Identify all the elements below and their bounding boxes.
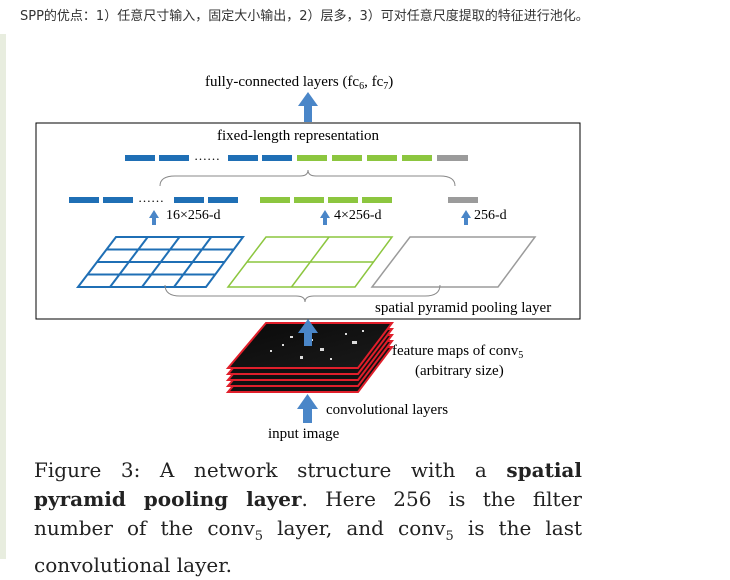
arrow-up-spp-icon xyxy=(298,319,318,346)
fixed-dots: …… xyxy=(194,148,220,163)
grid-4x4 xyxy=(75,236,245,288)
arrow-up-conv-icon xyxy=(297,394,318,423)
spp-layer-label: spatial pyramid pooling layer xyxy=(375,300,551,316)
arrow-16-icon xyxy=(149,210,159,225)
chinese-note: SPP的优点：1）任意尺寸输入，固定大小输出，2）层多，3）可对任意尺度提取的特… xyxy=(0,0,730,34)
input-image-label: input image xyxy=(268,426,340,442)
bin-vectors: …… xyxy=(69,190,478,205)
bin-dots: …… xyxy=(138,190,164,205)
grid-2x2 xyxy=(226,236,394,288)
fixed-length-label: fixed-length representation xyxy=(217,128,380,144)
spp-network-diagram: fully-connected layers (fc6, fc7) fixed-… xyxy=(35,74,581,442)
figure-caption: Figure 3: A network structure with a spa… xyxy=(34,458,582,577)
bin4-label: 4×256-d xyxy=(334,208,382,223)
arrow-4-icon xyxy=(320,210,330,225)
bin1-label: 256-d xyxy=(474,208,507,223)
fc-layers-label: fully-connected layers (fc6, fc7) xyxy=(205,74,393,92)
feature-maps-label: feature maps of conv5 xyxy=(392,343,523,361)
note-text: SPP的优点：1）任意尺寸输入，固定大小输出，2）层多，3）可对任意尺度提取的特… xyxy=(20,9,589,24)
lower-brace xyxy=(164,284,441,303)
upper-brace xyxy=(159,169,456,187)
caption-bold: spatial pyramid pooling layer xyxy=(34,458,582,511)
arrow-up-fc-icon xyxy=(298,92,318,122)
bin16-label: 16×256-d xyxy=(166,208,221,223)
fixed-length-vector: …… xyxy=(125,148,468,163)
left-margin-bar xyxy=(0,34,6,559)
conv-layers-label: convolutional layers xyxy=(326,402,448,418)
grid-1x1 xyxy=(370,236,537,288)
arrow-1-icon xyxy=(461,210,471,225)
arbitrary-size-label: (arbitrary size) xyxy=(415,363,504,379)
feature-maps-stack xyxy=(225,322,395,393)
